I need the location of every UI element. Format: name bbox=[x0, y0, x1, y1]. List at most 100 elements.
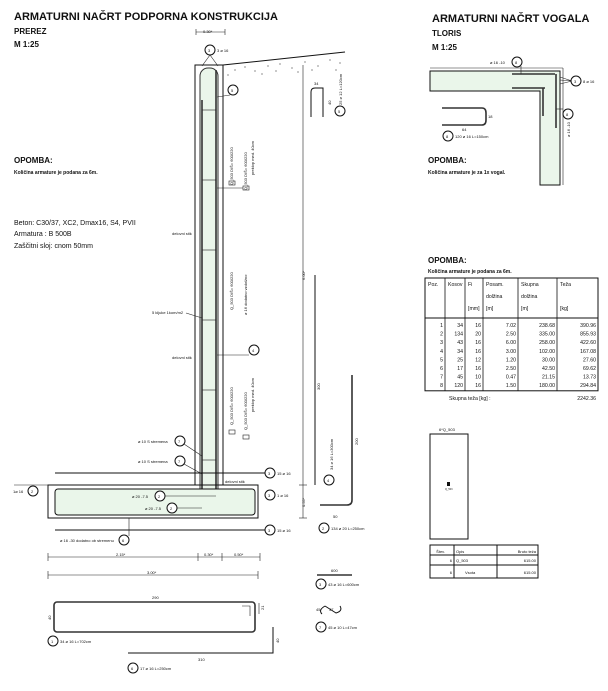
table-cell: 167.08 bbox=[580, 349, 596, 355]
right-title: ARMATURNI NAČRT VOGALA bbox=[432, 12, 590, 25]
bar7-mid: 37 bbox=[329, 607, 334, 612]
mesh-note-4: preklop med. 40cm bbox=[250, 377, 255, 412]
spec-rebar: Armatura : B 500B bbox=[14, 231, 72, 238]
bar2-length: 200 bbox=[354, 438, 359, 445]
bar1-label: 34 ø 16 L=702cm bbox=[60, 639, 92, 644]
column-header: dolžina bbox=[486, 294, 503, 300]
table-cell: 43 bbox=[457, 340, 463, 346]
mark-7: 7 bbox=[178, 439, 181, 444]
table-cell: 8 bbox=[440, 383, 443, 389]
joint-label-1: delovni stik bbox=[172, 231, 192, 236]
left-title: ARMATURNI NAČRT PODPORNA KONSTRUKCIJA bbox=[14, 10, 278, 23]
dim-top: 0.30* bbox=[203, 29, 213, 34]
table-cell: 16 bbox=[475, 349, 481, 355]
bar1-top: 290 bbox=[152, 595, 159, 600]
mark-3: 3 bbox=[208, 48, 211, 53]
mesh-label-1: Q_503 D/Š= 600/220 bbox=[229, 147, 234, 185]
dim-215: 2.15* bbox=[116, 552, 126, 557]
left-scale: M 1:25 bbox=[14, 40, 39, 49]
table-cell: 34 bbox=[457, 349, 463, 355]
left-subtitle: PREREZ bbox=[14, 27, 47, 36]
mark-6: 6 bbox=[122, 538, 125, 543]
table-cell: 20 bbox=[475, 332, 481, 338]
table-cell: 7.02 bbox=[506, 323, 516, 329]
table-cell: 13.73 bbox=[583, 375, 596, 381]
column-header: [kg] bbox=[560, 306, 569, 312]
column-header: dolžina bbox=[521, 294, 538, 300]
mesh-cell: 6 bbox=[450, 570, 453, 575]
mesh-label-3: Q_503 D/Š= 600/220 bbox=[229, 272, 234, 310]
mark-4-schedule: 4 bbox=[327, 478, 330, 483]
mark-2a: 2 bbox=[158, 494, 161, 499]
mark-7b: 7 bbox=[178, 459, 181, 464]
retaining-wall-section: 0.30* 3 3 ø 16 5 Q_503 D/Š= 600/220 Q_50… bbox=[13, 29, 365, 674]
bar4-length: 300 bbox=[316, 383, 321, 390]
column-header: [m] bbox=[486, 306, 494, 312]
mark-4: 4 bbox=[252, 348, 255, 353]
table-cell: 335.00 bbox=[539, 332, 555, 338]
right-subtitle: TLORIS bbox=[432, 29, 462, 38]
column-header: [mm] bbox=[468, 306, 480, 312]
column-header: Poz. bbox=[428, 282, 438, 288]
table-cell: 855.93 bbox=[580, 332, 596, 338]
mark-5-schedule: 5 bbox=[338, 109, 341, 114]
table-cell: 30.00 bbox=[542, 357, 555, 363]
bar1-side: 40 bbox=[47, 615, 52, 620]
table-cell: 16 bbox=[475, 366, 481, 372]
table-cell: 4 bbox=[440, 349, 443, 355]
table-cell: 102.00 bbox=[539, 349, 555, 355]
table-cell: 7 bbox=[440, 375, 443, 381]
stirrup-label-1: ø 10 S stremena bbox=[138, 439, 168, 444]
table-cell: 25 bbox=[457, 357, 463, 363]
mesh-label-4: Q_503 D/Š= 600/220 bbox=[229, 387, 234, 425]
table-cell: 1 bbox=[440, 323, 443, 329]
bar3-label: 43 ø 16 L=600cm bbox=[328, 582, 360, 587]
bar4-note: ø 16 dodatno vzdolžno bbox=[243, 274, 248, 315]
table-cell: 120 bbox=[454, 383, 463, 389]
stirrup-label-2: ø 10 S stremena bbox=[138, 459, 168, 464]
dim-600: 6.00* bbox=[301, 270, 306, 280]
table-cell: 42.50 bbox=[542, 366, 555, 372]
table-cell: 258.00 bbox=[539, 340, 555, 346]
bar8-label: 120 ø 16 L=150cm bbox=[455, 134, 489, 139]
mesh-note-2: preklop med. 40cm bbox=[250, 140, 255, 175]
mark-2b: 2 bbox=[170, 506, 173, 511]
mark-3-top: 3 bbox=[268, 471, 271, 476]
bar4-label: 34 ø 16 L=300cm bbox=[329, 438, 334, 470]
right-note-text: Količina armature je za 1x vogal. bbox=[428, 170, 506, 176]
bar6-side: 40 bbox=[275, 638, 280, 643]
bar8-width: 64 bbox=[462, 127, 467, 132]
table-cell: 294.84 bbox=[580, 383, 596, 389]
table-cell: 6.00 bbox=[506, 340, 516, 346]
table-cell: 6 bbox=[440, 366, 443, 372]
table-cell: 1.20 bbox=[506, 357, 516, 363]
table-cell: 17 bbox=[457, 366, 463, 372]
foot-bar-b: ø 20 -7.5 bbox=[145, 506, 162, 511]
extra-bar-label: ø 16 -30 dodatno ob stremenu bbox=[60, 538, 114, 543]
mesh-title: 6*Q_503 bbox=[439, 427, 456, 432]
corner-bars-label: 8 ø 16 bbox=[583, 79, 595, 84]
bar8-top-label: ø 16 -10 bbox=[490, 60, 506, 65]
bar8-height: 18 bbox=[488, 114, 493, 119]
bar7-end: 45 bbox=[316, 607, 321, 612]
mesh-sheet bbox=[429, 433, 469, 540]
table-cell: 134 bbox=[454, 332, 463, 338]
mesh-label-4b: Q_503 D/Š= 600/220 bbox=[243, 392, 248, 430]
bar5-label: 25 ø 12 L=120cm bbox=[338, 73, 343, 105]
column-header: Teža bbox=[560, 282, 571, 288]
table-cell: 16 bbox=[475, 323, 481, 329]
table-cell: 238.68 bbox=[539, 323, 555, 329]
mesh-cell: 615.00 bbox=[524, 558, 537, 563]
column-header: Kosov bbox=[448, 282, 463, 288]
left-note-heading: OPOMBA: bbox=[14, 156, 53, 165]
mesh-column-header: Štev. bbox=[436, 549, 445, 554]
mark-5: 5 bbox=[231, 88, 234, 93]
top-long-label: 15 ø 16 bbox=[277, 471, 291, 476]
mesh-cell: 6 bbox=[450, 558, 453, 563]
